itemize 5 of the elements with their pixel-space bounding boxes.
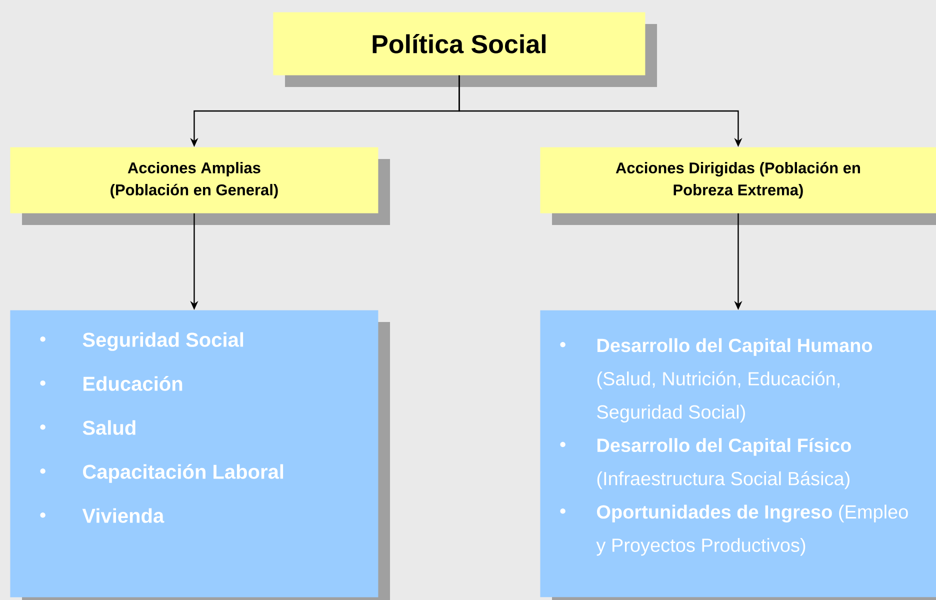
category-box: Acciones Dirigidas (Población en Pobreza Extrema)	[540, 147, 936, 225]
category-box: Acciones Amplias (Población en General)	[10, 147, 390, 225]
list-box: Seguridad Social Educación Salud Capacitación Laboral Vivienda	[10, 310, 390, 600]
list-box: Desarrollo del Capital Humano (Salud, Nutrición, Educación, Seguridad Social) Desarrollo del Capital Físico (Infraestructura Social Básica) Oportunidades de Ingreso (Empleo y Proyectos Productivos)	[540, 310, 936, 600]
title-box: Política Social	[273, 12, 657, 87]
